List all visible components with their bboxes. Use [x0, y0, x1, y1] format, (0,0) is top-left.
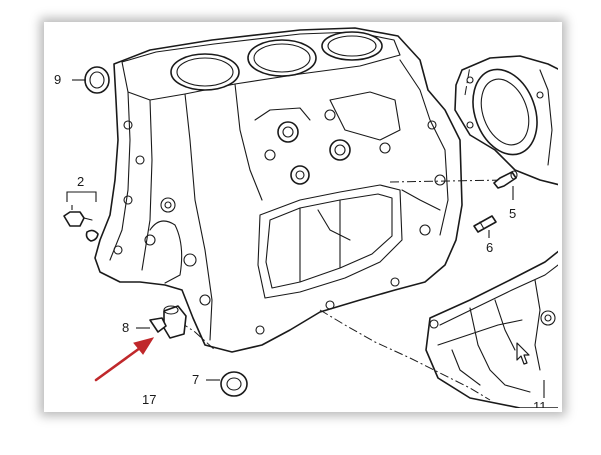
- part-6-pin: [473, 215, 497, 238]
- part-8-sensor: [136, 305, 187, 339]
- label-8: 8: [122, 320, 129, 335]
- label-2: 2: [77, 174, 84, 189]
- part-5-dowel: [493, 170, 518, 200]
- engine-block: [94, 27, 463, 353]
- label-6: 6: [486, 240, 493, 255]
- label-11: 11: [533, 399, 547, 408]
- axis-line-sump: [319, 309, 491, 401]
- red-arrow-icon: [94, 337, 155, 382]
- label-17: 17: [142, 392, 156, 407]
- diagram-sheet: 9 2 5 6 8 7 17 11: [48, 26, 558, 408]
- axis-line-pins: [389, 179, 506, 183]
- parts-diagram: 9 2 5 6 8 7 17 11: [54, 27, 558, 408]
- label-5: 5: [509, 206, 516, 221]
- part-9-plug: [72, 66, 110, 94]
- mouse-cursor-icon: [516, 342, 530, 365]
- label-7: 7: [192, 372, 199, 387]
- axis-line-flange: [464, 65, 471, 96]
- oil-pan: [425, 250, 558, 408]
- cylinder-bores: [170, 31, 383, 91]
- label-9: 9: [54, 72, 61, 87]
- seal-flange: [454, 55, 558, 186]
- part-7-plug: [206, 371, 248, 397]
- part-2-bolt: [63, 191, 99, 242]
